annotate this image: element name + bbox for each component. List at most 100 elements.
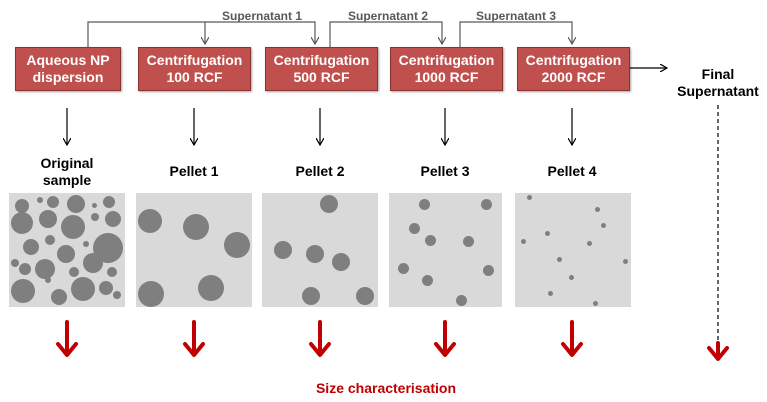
particle [557,257,562,262]
final-supernatant-label: Final Supernatant [668,66,767,100]
particle [11,279,35,303]
particle [481,199,492,210]
particle [224,232,250,258]
supernatant-1-connector-b [205,21,315,44]
label-line1: Original [40,155,94,171]
particle [83,241,89,247]
particle [23,239,39,255]
particle [306,245,324,263]
supernatant-label-2: Supernatant 2 [347,9,428,23]
panel-pellet-3 [389,193,502,307]
label-line2: sample [42,172,92,188]
particle [91,213,99,221]
particle [113,291,121,299]
particle [51,289,67,305]
particle [45,277,51,283]
red-arrow-2 [183,320,205,357]
particle [15,199,29,213]
panel-pellet-1 [136,193,252,307]
particle [107,267,117,277]
size-characterisation-caption: Size characterisation [315,380,457,396]
particle [103,196,115,208]
red-arrow-3 [309,320,331,357]
panel-pellet-2 [262,193,378,307]
particle [425,235,436,246]
particle [595,207,600,212]
particle [483,265,494,276]
particle [569,275,574,280]
particle [409,223,420,234]
box-line2: 500 RCF [293,69,350,85]
particle [138,209,162,233]
particle [587,241,592,246]
particle [198,275,224,301]
red-arrow-4 [434,320,456,357]
particle [11,259,19,267]
particle [11,212,33,234]
particle [105,211,121,227]
label-pellet-3: Pellet 3 [420,163,470,179]
particle [302,287,320,305]
particle [545,231,550,236]
particle [521,239,526,244]
label-pellet-2: Pellet 2 [295,163,345,179]
particle [601,223,606,228]
particle [47,196,59,208]
particle [419,199,430,210]
particle [274,241,292,259]
red-arrows [56,320,729,361]
label-original-sample: Original sample [17,155,117,189]
box-line1: Centrifugation [146,52,243,68]
final-line2: Supernatant [677,83,759,99]
particle [398,263,409,274]
particle [332,253,350,271]
particle [45,235,55,245]
particle [83,253,103,273]
label-pellet-1: Pellet 1 [169,163,219,179]
supernatant-3-connector [459,21,572,47]
particle [527,195,532,200]
particle [61,215,85,239]
supernatant-label-3: Supernatant 3 [475,9,556,23]
red-arrow-6 [707,341,729,361]
particle [623,259,628,264]
particle [183,214,209,240]
particle [456,295,467,306]
box-line1: Centrifugation [525,52,622,68]
box-line1: Aqueous NP [26,52,110,68]
red-arrow-1 [56,320,78,357]
supernatant-label-1: Supernatant 1 [221,9,302,23]
particle [422,275,433,286]
label-pellet-4: Pellet 4 [547,163,597,179]
particle [39,210,57,228]
particle [35,259,55,279]
box-line1: Centrifugation [273,52,370,68]
box-line2: 100 RCF [166,69,223,85]
particle [320,195,338,213]
particle [99,281,113,295]
particle [71,277,95,301]
particle [593,301,598,306]
particle [548,291,553,296]
supernatant-1-connector [87,21,205,47]
box-line2: 2000 RCF [541,69,606,85]
panel-pellet-4 [515,193,631,307]
particle [138,281,164,307]
final-line1: Final [701,66,735,82]
panel-original-sample [9,193,125,307]
box-line2: dispersion [32,69,104,85]
particle [69,267,79,277]
particle [57,245,75,263]
particle [356,287,374,305]
particle [37,197,43,203]
box-line1: Centrifugation [398,52,495,68]
red-arrow-5 [561,320,583,357]
particle [67,195,85,213]
